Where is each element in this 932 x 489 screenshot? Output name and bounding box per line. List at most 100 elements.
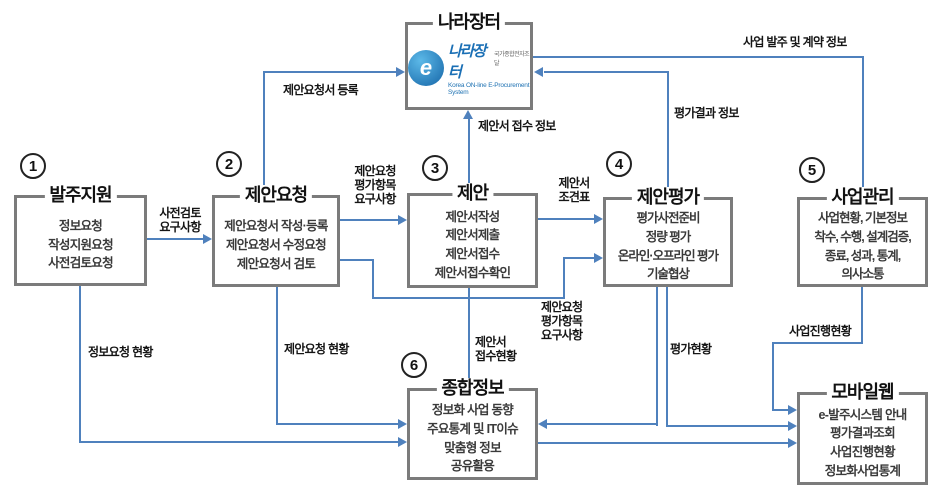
node-narajangteo-title: 나라장터	[432, 12, 506, 34]
edge-label-pre-review: 사전검토 요구사항	[159, 206, 201, 235]
node-line: 사업현황, 기본정보	[818, 211, 908, 225]
node-line: 온라인·오프라인 평가	[617, 248, 719, 263]
arrow-right-icon	[398, 215, 407, 225]
node-line: 제안요청서 검토	[236, 256, 316, 271]
edge-label-project-progress-status: 사업진행현황	[789, 324, 852, 338]
node-proposal-evaluation: 제안평가 평가사전준비 정량 평가 온라인·오프라인 평가 기술협상	[603, 187, 733, 287]
arrow-right-icon	[398, 437, 407, 447]
node-line: 사업진행현황	[830, 445, 896, 459]
step-number-3: 3	[422, 155, 448, 181]
node-mobile-web-title: 모바일웹	[826, 382, 899, 404]
node-line: 제안서제출	[445, 228, 500, 243]
node-line: 제안서접수	[445, 247, 500, 261]
step-number-2: 2	[216, 151, 242, 177]
edge-eval-to-nara	[667, 71, 669, 197]
edge-rfp-to-nara	[263, 71, 265, 195]
edge-label-proposal-ref-table: 제안서 조견표	[558, 176, 590, 205]
node-mobile-web-body: e-발주시스템 안내 평가결과조회 사업진행현황 정보화사업통계	[800, 395, 925, 482]
arrow-right-icon	[594, 214, 603, 224]
node-line: e-발주시스템 안내	[818, 407, 907, 422]
node-proposal-evaluation-body: 평가사전준비 정량 평가 온라인·오프라인 평가 기술협상	[606, 200, 730, 284]
node-line: 기술협상	[646, 267, 690, 282]
step-number-5: 5	[799, 157, 825, 183]
node-proposal-request: 제안요청 제안요청서 작성·등록 제안요청서 수정요청 제안요청서 검토	[212, 185, 340, 287]
node-line: 평가사전준비	[636, 211, 700, 225]
node-project-management-body: 사업현황, 기본정보 착수, 수행, 설계검증, 종료, 성과, 통계, 의사소…	[800, 200, 925, 284]
edge-label-eval-status: 평가현황	[670, 342, 712, 356]
node-integrated-info-title: 종합정보	[436, 378, 509, 400]
node-proposal-request-body: 제안요청서 작성·등록 제안요청서 수정요청 제안요청서 검토	[215, 198, 337, 284]
node-line: 의사소통	[841, 267, 884, 282]
edge-rfp-to-proposal	[340, 219, 398, 221]
node-integrated-info-body: 정보화 사업 동향 주요통계 및 IT이슈 맞춤형 정보 공유활용	[410, 391, 535, 477]
arrow-left-icon	[534, 67, 543, 77]
node-line: 정보요청	[58, 218, 103, 233]
edge-rfp-to-nara	[263, 71, 396, 73]
edge-info-to-mobile	[538, 442, 791, 444]
edge-label-rfp-register: 제안요청서 등록	[283, 83, 359, 97]
arrow-right-icon	[788, 421, 797, 431]
edge-order-to-info	[79, 286, 81, 443]
arrow-left-icon	[538, 419, 547, 429]
edge-pm-to-mobile	[861, 287, 863, 344]
node-line: 제안서작성	[445, 209, 500, 224]
node-line: 제안요청서 수정요청	[226, 238, 327, 253]
edge-rfp-to-eval	[563, 257, 595, 259]
edge-label-order-contract-info: 사업 발주 및 계약 정보	[743, 35, 847, 49]
node-project-management: 사업관리 사업현황, 기본정보 착수, 수행, 설계검증, 종료, 성과, 통계…	[797, 187, 928, 287]
node-line: 종료, 성과, 통계,	[824, 248, 901, 263]
node-order-support-body: 정보요청 작성지원요청 사전검토요청	[17, 198, 144, 283]
edge-label-rfp-status: 제안요청 현황	[284, 342, 349, 356]
narajangteo-logo-english: Korea ON-line E-Procurement System	[448, 82, 530, 96]
node-line: 맞춤형 정보	[444, 440, 501, 455]
node-line: 제안요청서 작성·등록	[224, 219, 328, 234]
node-integrated-info: 종합정보 정보화 사업 동향 주요통계 및 IT이슈 맞춤형 정보 공유활용	[407, 378, 538, 480]
node-proposal-body: 제안서작성 제안서제출 제안서접수 제안서접수확인	[410, 196, 535, 285]
edge-eval-to-nara	[544, 71, 669, 73]
edge-label-rfp-items-to-eval: 제안요청 평가항목 요구사항	[541, 300, 583, 343]
arrow-right-icon	[398, 419, 407, 429]
step-number-1: 1	[20, 153, 46, 179]
node-project-management-title: 사업관리	[826, 187, 899, 209]
edge-label-proposal-receipt-info: 제안서 접수 정보	[478, 119, 556, 133]
edge-pm-to-mobile	[772, 342, 774, 411]
edge-label-eval-result-info: 평가결과 정보	[674, 106, 739, 120]
arrow-right-icon	[788, 438, 797, 448]
node-line: 정량 평가	[645, 229, 691, 244]
node-line: 평가결과조회	[830, 426, 896, 441]
node-proposal-evaluation-title: 제안평가	[631, 187, 705, 209]
edge-rfp-to-eval	[340, 259, 374, 261]
step-number-6: 6	[401, 352, 427, 378]
node-order-support-title: 발주지원	[44, 185, 117, 207]
node-narajangteo: 나라장터 e 나라장터 국가종합전자조달 Korea ON-line E-Pro…	[405, 12, 533, 110]
narajangteo-logo-subtitle: 국가종합전자조달	[494, 52, 530, 67]
edge-proposal-to-nara	[468, 117, 470, 193]
edge-eval-to-mobile	[666, 287, 668, 427]
edge-rfp-to-eval	[563, 257, 565, 299]
edge-rfp-to-eval	[372, 297, 565, 299]
edge-label-rfp-items-to-proposal: 제안요청 평가항목 요구사항	[354, 164, 396, 207]
narajangteo-logo-name: 나라장터	[448, 43, 486, 81]
edge-eval-to-mobile	[666, 425, 791, 427]
node-proposal-title: 제안	[451, 183, 494, 205]
edge-eval-to-info	[545, 423, 658, 425]
narajangteo-logo-icon: e	[408, 50, 444, 86]
arrow-right-icon	[594, 253, 603, 263]
node-proposal: 제안 제안서작성 제안서제출 제안서접수 제안서접수확인	[407, 183, 538, 288]
node-proposal-request-title: 제안요청	[239, 185, 313, 207]
node-line: 정보화사업통계	[824, 463, 901, 478]
edge-order-to-rfp	[147, 238, 203, 240]
step-number-4: 4	[606, 151, 632, 177]
arrow-right-icon	[396, 67, 405, 77]
edge-pm-to-mobile	[772, 409, 791, 411]
node-line: 정보화 사업 동향	[431, 403, 514, 417]
arrow-right-icon	[788, 405, 797, 415]
arrow-right-icon	[203, 234, 212, 244]
node-line: 주요통계 및 IT이슈	[427, 421, 519, 436]
edge-label-info-request-status: 정보요청 현황	[88, 345, 153, 359]
edge-rfp-to-info	[276, 287, 278, 425]
arrow-up-icon	[463, 110, 473, 119]
edge-proposal-to-info	[468, 288, 470, 380]
node-mobile-web: 모바일웹 e-발주시스템 안내 평가결과조회 사업진행현황 정보화사업통계	[797, 382, 928, 485]
